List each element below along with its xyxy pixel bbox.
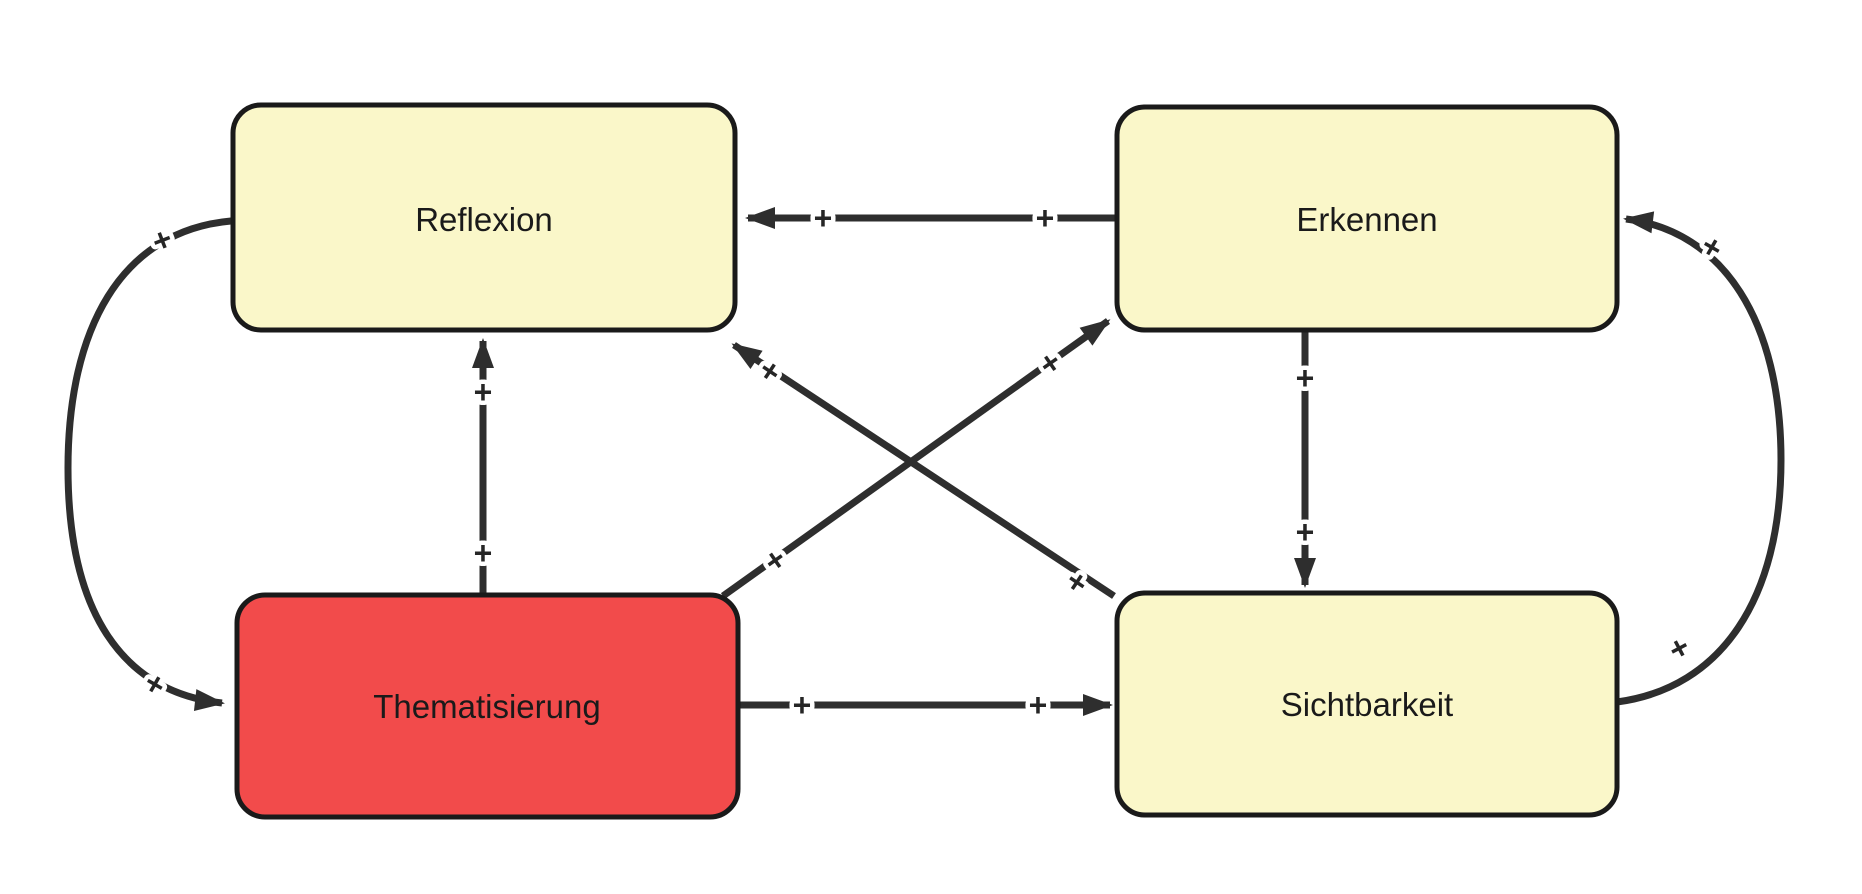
edge-erkennen-reflexion-sign-target: +	[814, 200, 833, 236]
edge-reflexion-thematisierung: + +	[64, 215, 232, 711]
node-sichtbarkeit-box	[1114, 590, 1620, 818]
node-reflexion-label: Reflexion	[415, 201, 553, 238]
edge-thematisierung-erkennen-path	[720, 318, 1111, 599]
edge-erkennen-reflexion-sign-source: +	[1036, 200, 1055, 236]
edge-thematisierung-reflexion: + +	[469, 338, 497, 594]
edge-thematisierung-sichtbarkeit: + +	[740, 683, 1113, 728]
node-erkennen: Erkennen	[1114, 104, 1620, 333]
node-thematisierung-box	[234, 592, 741, 820]
edge-thematisierung-reflexion-sign-target: +	[474, 374, 493, 410]
edge-sichtbarkeit-reflexion-path	[731, 342, 1116, 599]
node-sichtbarkeit-label: Sichtbarkeit	[1281, 686, 1453, 723]
edge-erkennen-sichtbarkeit-sign-source: +	[1296, 360, 1315, 396]
edge-sichtbarkeit-reflexion: + +	[731, 342, 1116, 607]
node-reflexion: Reflexion	[230, 102, 738, 333]
edge-thematisierung-sichtbarkeit-sign-target: +	[1029, 687, 1048, 723]
edge-erkennen-sichtbarkeit-sign-target: +	[1296, 514, 1315, 550]
node-sichtbarkeit: Sichtbarkeit	[1114, 590, 1620, 818]
edge-reflexion-thematisierung-path	[64, 217, 232, 711]
edge-erkennen-reflexion: + +	[745, 196, 1117, 241]
node-thematisierung: Thematisierung	[234, 592, 741, 820]
edge-sichtbarkeit-erkennen: + +	[1616, 211, 1785, 706]
edge-sichtbarkeit-erkennen-path	[1616, 211, 1785, 706]
node-erkennen-box	[1114, 104, 1620, 333]
edge-thematisierung-reflexion-sign-source: +	[474, 535, 493, 571]
edge-thematisierung-sichtbarkeit-sign-source: +	[793, 687, 812, 723]
edge-sichtbarkeit-erkennen-sign-source: +	[1662, 628, 1695, 669]
node-erkennen-label: Erkennen	[1296, 201, 1437, 238]
node-thematisierung-label: Thematisierung	[373, 688, 600, 725]
node-reflexion-box	[230, 102, 738, 333]
edge-erkennen-sichtbarkeit: + +	[1291, 332, 1319, 588]
edge-thematisierung-erkennen-sign-target: +	[1032, 343, 1068, 383]
